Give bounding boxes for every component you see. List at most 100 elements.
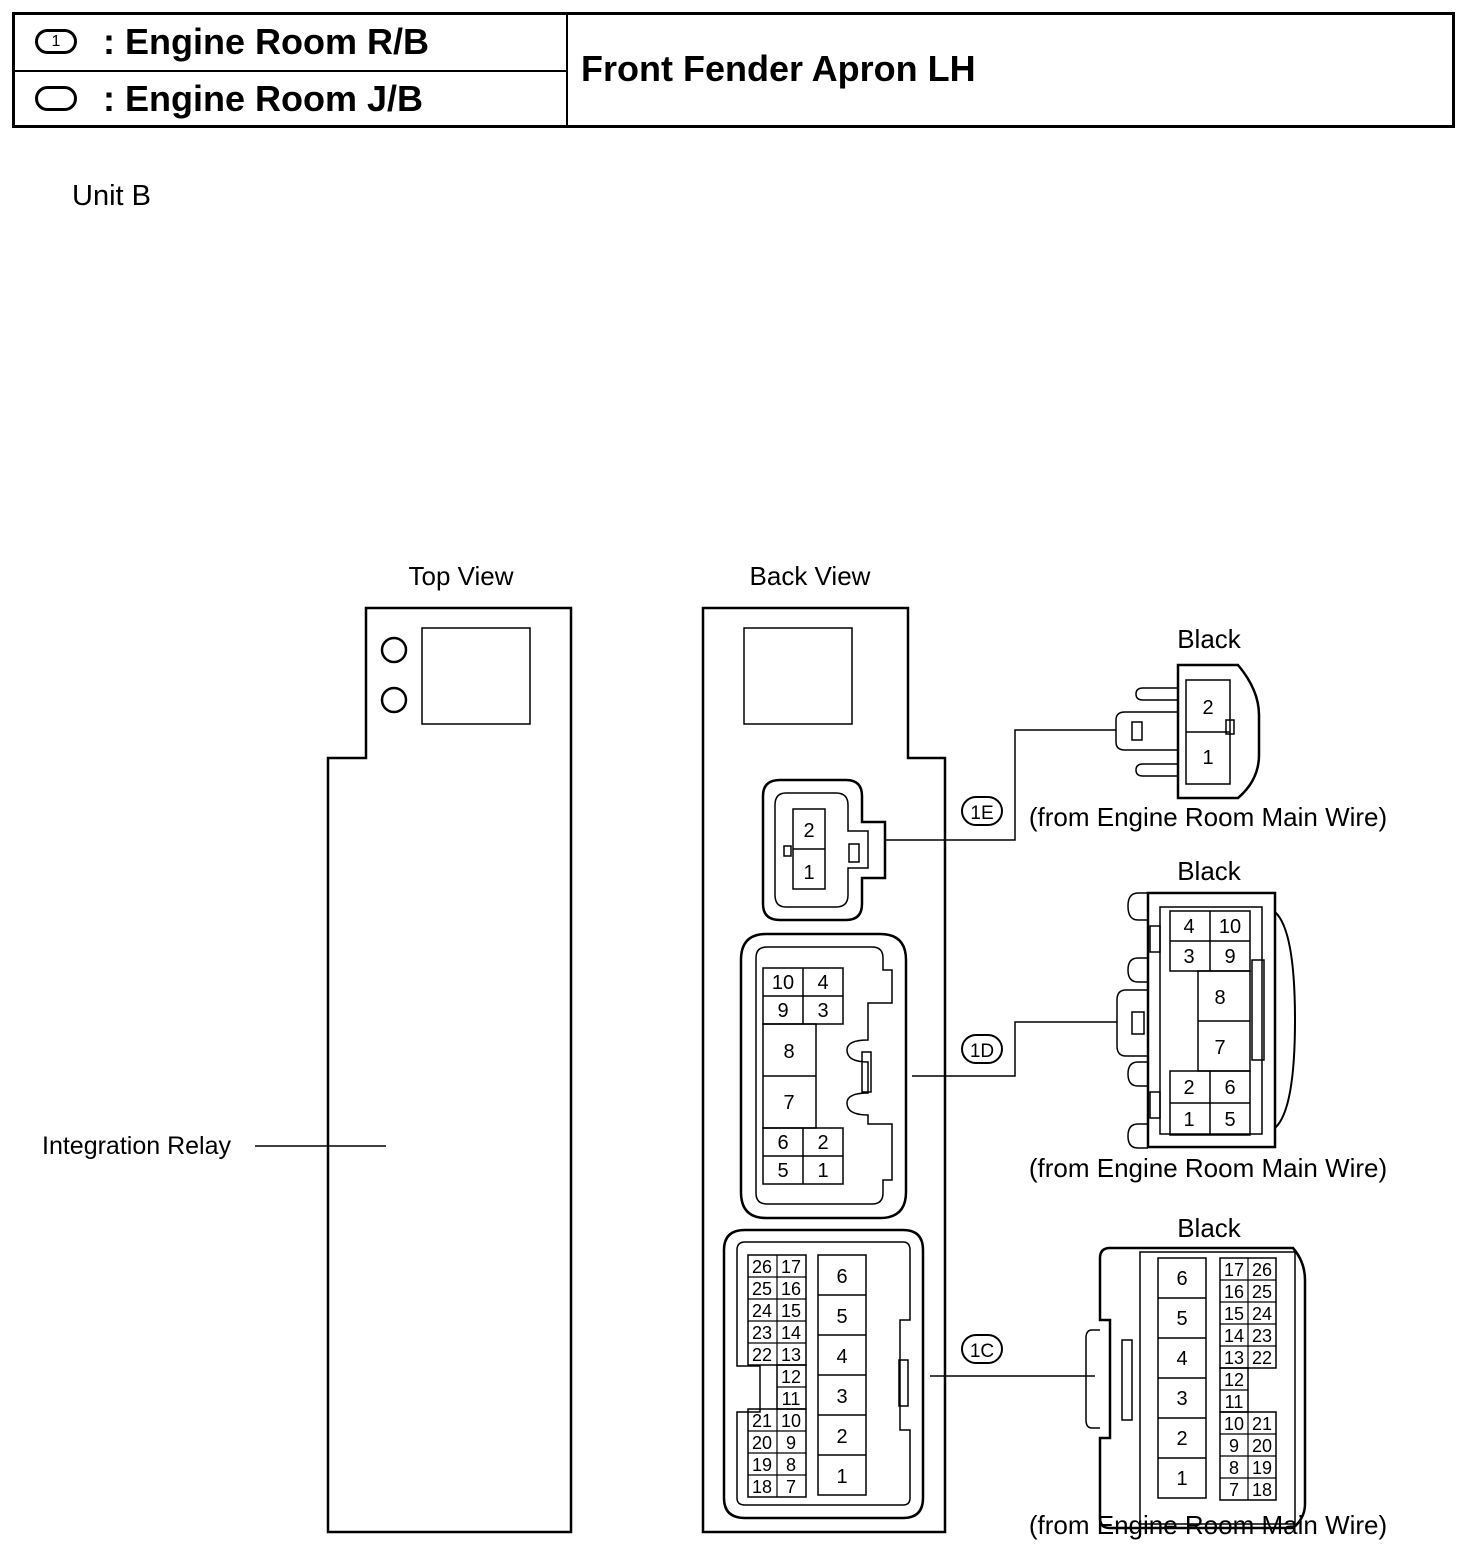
pin-label: 7 [786,1477,796,1497]
callout-label: Integration Relay [42,1132,232,1160]
pin-label: 4 [1176,1348,1187,1370]
badge-1c [961,1334,1003,1364]
pin-label: 1 [1202,747,1213,769]
legend-row-rb: 1 : Engine Room R/B [15,15,566,72]
pin-label: 1 [803,862,814,884]
pin-label: 24 [752,1301,772,1321]
back-socket-1d [739,932,908,1220]
pin-label: 6 [777,1132,788,1154]
unit-label: Unit B [72,180,151,212]
pin-label: 9 [786,1433,796,1453]
pin-label: 2 [836,1426,847,1448]
pin-label: 25 [1252,1282,1272,1302]
pin-label: 9 [777,1000,788,1022]
pin-label: 26 [1252,1260,1272,1280]
pin-label: 5 [1176,1308,1187,1330]
pin-label: 26 [752,1257,772,1277]
plug-1d [1146,891,1277,1149]
pin-label: 16 [781,1279,801,1299]
pin-label: 5 [1224,1109,1235,1131]
badge-1e-text: 1E [970,803,993,824]
leader-1e [885,729,1116,841]
pin-label: 22 [752,1345,772,1365]
pin-label: 12 [781,1367,801,1387]
pin-label: 8 [1214,987,1225,1009]
pin-label: 9 [1224,946,1235,968]
pin-label: 1 [836,1466,847,1488]
pin-label: 12 [1224,1370,1244,1390]
source-1d: (from Engine Room Main Wire) [1029,1153,1387,1183]
pin-label: 10 [781,1411,801,1431]
pin-label: 9 [1229,1436,1239,1456]
pin-label: 15 [781,1301,801,1321]
back-view-label: Back View [750,561,871,591]
legend-symbol-plain [35,86,77,111]
pin-label: 5 [777,1160,788,1182]
pin-label: 11 [1225,1392,1244,1412]
legend-label-rb: : Engine Room R/B [103,21,429,62]
legend-symbol-numbered: 1 [35,29,77,54]
pin-label: 13 [1224,1348,1244,1368]
pin-label: 18 [1252,1480,1272,1500]
pin-label: 4 [1183,916,1194,938]
pin-label: 19 [1252,1458,1272,1478]
pin-label: 18 [752,1477,772,1497]
pin-label: 24 [1252,1304,1272,1324]
pin-label: 5 [836,1306,847,1328]
pin-label: 4 [836,1346,847,1368]
source-1e: (from Engine Room Main Wire) [1029,802,1387,832]
pin-label: 23 [752,1323,772,1343]
pin-label: 22 [1252,1348,1272,1368]
badge-1c-text: 1C [970,1341,994,1362]
leader-1d [912,1021,1117,1077]
legend-panel: 1 : Engine Room R/B : Engine Room J/B [15,15,568,125]
pin-label: 2 [817,1132,828,1154]
color-1d: Black [1177,856,1242,886]
pin-label: 17 [781,1257,801,1277]
color-1c: Black [1177,1213,1242,1243]
pin-label: 8 [783,1041,794,1063]
badge-1e [961,796,1003,826]
pin-label: 2 [1176,1428,1187,1450]
pin-label: 23 [1252,1326,1272,1346]
pin-label: 7 [1214,1037,1225,1059]
pin-label: 3 [1176,1388,1187,1410]
pin-label: 14 [781,1323,801,1343]
back-socket-1e [761,778,887,922]
pin-label: 14 [1224,1326,1244,1346]
pin-label: 3 [836,1386,847,1408]
color-1e: Black [1177,624,1242,654]
top-view-hole-2 [380,686,408,714]
pin-label: 4 [817,972,828,994]
badge-1d-text: 1D [970,1041,994,1062]
pin-label: 2 [803,820,814,842]
legend-label-jb: : Engine Room J/B [103,78,424,119]
top-view-hole-1 [380,636,408,664]
header-table: 1 : Engine Room R/B : Engine Room J/B Fr… [12,12,1455,128]
pin-label: 21 [752,1411,772,1431]
pin-label: 2 [1202,697,1213,719]
pin-label: 19 [752,1455,772,1475]
pin-label: 21 [1252,1414,1272,1434]
pin-label: 7 [783,1092,794,1114]
pin-label: 25 [752,1279,772,1299]
plug-1e [1176,663,1261,800]
pin-label: 20 [1252,1436,1272,1456]
pin-label: 6 [1176,1268,1187,1290]
badge-1d [961,1034,1003,1064]
pin-label: 8 [786,1455,796,1475]
pin-label: 1 [1183,1109,1194,1131]
top-view-relay-box [421,627,531,725]
top-view-label: Top View [408,561,513,591]
legend-row-jb: : Engine Room J/B [15,72,566,127]
source-1c: (from Engine Room Main Wire) [1029,1510,1387,1540]
header-title: Front Fender Apron LH [581,48,976,89]
pin-label: 3 [1183,946,1194,968]
top-view-outline [326,606,573,1534]
pin-label: 15 [1224,1304,1244,1324]
pin-label: 11 [782,1389,801,1409]
back-socket-1c [722,1228,925,1520]
pin-label: 7 [1229,1480,1239,1500]
back-view-relay-box [743,627,853,725]
